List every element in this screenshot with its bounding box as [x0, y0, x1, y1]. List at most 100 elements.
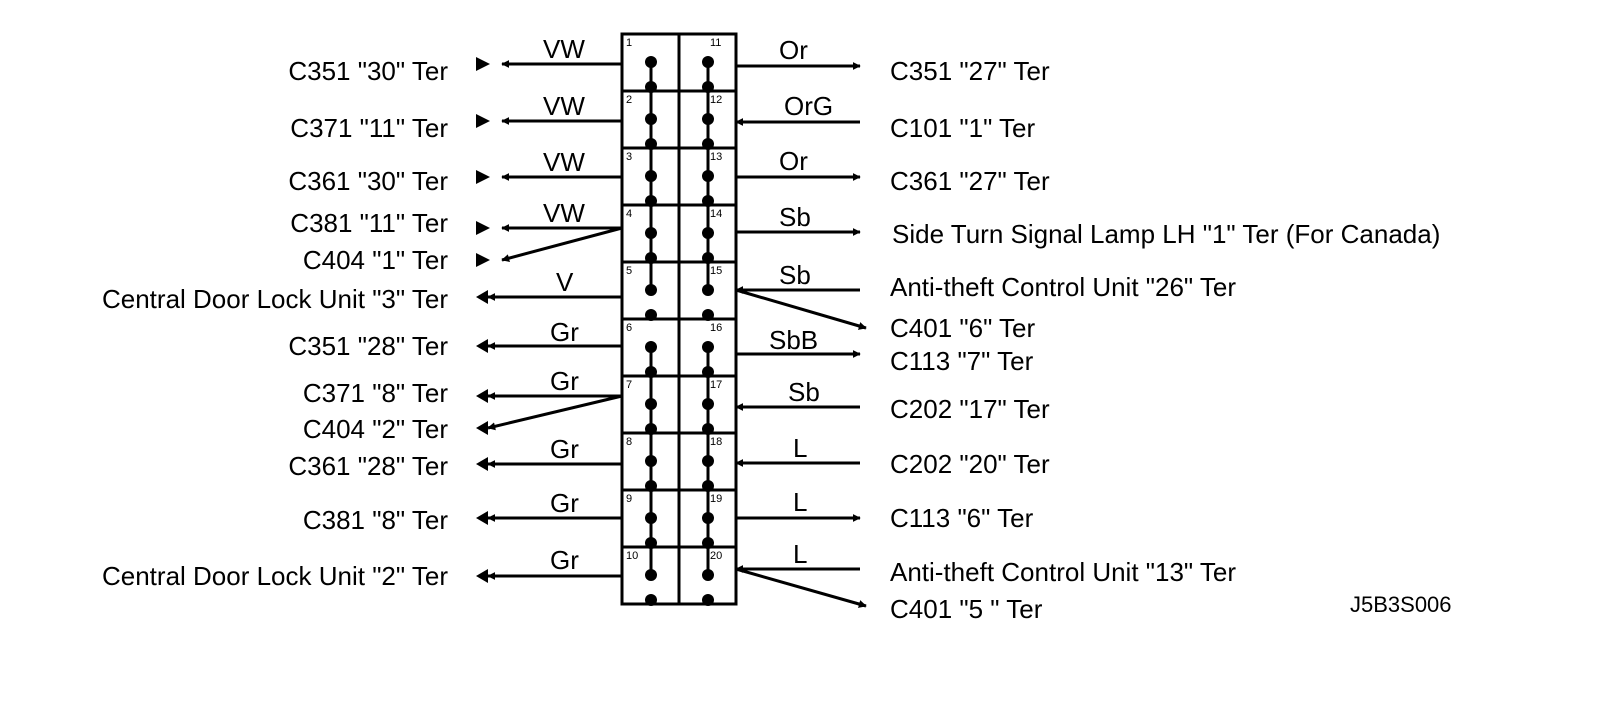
pin-number: 13	[710, 151, 722, 163]
pin-number: 19	[710, 493, 722, 505]
terminal-label: C202 "20" Ter	[890, 449, 1050, 479]
pin-dot	[645, 594, 657, 606]
wire-color-code: VW	[543, 147, 585, 177]
wire-color-code: SbB	[769, 325, 818, 355]
wire-color-code: Or	[779, 35, 808, 65]
pin-dot	[645, 309, 657, 321]
left-end-symbols	[476, 57, 490, 583]
pin-dot	[645, 366, 657, 378]
pin-number: 17	[710, 379, 722, 391]
terminal-label: C401 "5 " Ter	[890, 594, 1043, 624]
wire-pin-20-branch	[735, 567, 867, 608]
pin-number: 2	[626, 94, 632, 106]
terminal-label: C371 "8" Ter	[303, 378, 449, 408]
pin-number: 12	[710, 94, 722, 106]
terminal-label: Central Door Lock Unit "2" Ter	[102, 561, 448, 591]
pin-dot	[645, 195, 657, 207]
pin-number: 6	[626, 322, 632, 334]
pin-dot	[645, 81, 657, 93]
pin-dot	[645, 170, 657, 182]
wire-color-code: Sb	[779, 202, 811, 232]
pin-number: 3	[626, 151, 632, 163]
pin-dot	[702, 56, 714, 68]
wire-color-code: Gr	[550, 366, 579, 396]
pin-dot	[702, 398, 714, 410]
connection-dots	[645, 56, 714, 606]
terminal-label: C202 "17" Ter	[890, 394, 1050, 424]
pin-dot	[702, 81, 714, 93]
wire-pin-15-branch	[735, 288, 867, 330]
wire-color-code: OrG	[784, 91, 833, 121]
terminal-label: Anti-theft Control Unit "13" Ter	[890, 557, 1236, 587]
terminal-label: C113 "7" Ter	[890, 346, 1034, 376]
pin-dot	[702, 227, 714, 239]
pin-number: 14	[710, 208, 722, 220]
terminal-end-icon	[476, 114, 490, 128]
pin-dot	[702, 138, 714, 150]
pin-dot	[702, 284, 714, 296]
pin-number: 5	[626, 265, 632, 277]
connector-block: 1 2 3 4 5 6 7 8 9 10 11 12 13 14 15 16 1…	[620, 32, 738, 606]
terminal-end-icon	[476, 389, 488, 403]
pin-number: 1	[626, 37, 632, 49]
right-wire-colors: Or OrG Or Sb Sb SbB Sb L L L	[769, 35, 833, 569]
right-wires	[735, 62, 867, 608]
wire-color-code: Gr	[550, 545, 579, 575]
terminal-label: Side Turn Signal Lamp LH "1" Ter (For Ca…	[892, 219, 1440, 249]
pin-dot	[702, 569, 714, 581]
pin-dot	[702, 341, 714, 353]
pin-dot	[702, 455, 714, 467]
pin-dot	[645, 113, 657, 125]
pin-number: 8	[626, 436, 632, 448]
terminal-end-icon	[476, 339, 488, 353]
left-wire-colors: VW VW VW VW V Gr Gr Gr Gr Gr	[543, 34, 585, 575]
right-terminal-labels: C351 "27" Ter C101 "1" Ter C361 "27" Ter…	[890, 56, 1440, 624]
left-terminal-labels: C351 "30" Ter C371 "11" Ter C361 "30" Te…	[102, 56, 448, 591]
terminal-label: C404 "2" Ter	[303, 414, 449, 444]
pin-dot	[645, 56, 657, 68]
terminal-end-icon	[476, 457, 488, 471]
terminal-end-icon	[476, 170, 490, 184]
pin-dot	[645, 423, 657, 435]
pin-dot	[702, 113, 714, 125]
left-wires	[487, 60, 623, 580]
wire-pin-7-branch	[487, 394, 623, 431]
pin-dot	[645, 227, 657, 239]
figure-code: J5B3S006	[1350, 592, 1452, 617]
pin-number: 10	[626, 550, 638, 562]
wire-color-code: Sb	[788, 377, 820, 407]
terminal-end-icon	[476, 57, 490, 71]
pin-number: 16	[710, 322, 722, 334]
pin-dot	[645, 537, 657, 549]
terminal-end-icon	[476, 511, 488, 525]
terminal-label: C101 "1" Ter	[890, 113, 1036, 143]
pin-dot	[702, 195, 714, 207]
pin-dot	[702, 170, 714, 182]
terminal-end-icon	[476, 569, 488, 583]
pin-number: 9	[626, 493, 632, 505]
terminal-label: C381 "11" Ter	[290, 208, 448, 238]
pin-dot	[645, 480, 657, 492]
pin-number: 7	[626, 379, 632, 391]
wire-color-code: VW	[543, 91, 585, 121]
wire-color-code: VW	[543, 34, 585, 64]
terminal-label: C361 "30" Ter	[288, 166, 448, 196]
wire-color-code: Gr	[550, 317, 579, 347]
pin-dot	[702, 252, 714, 264]
terminal-end-icon	[476, 221, 490, 235]
pin-dot	[645, 455, 657, 467]
pin-number: 20	[710, 550, 722, 562]
pin-dot	[702, 537, 714, 549]
terminal-label: C361 "28" Ter	[288, 451, 448, 481]
terminal-label: C404 "1" Ter	[303, 245, 449, 275]
pin-dot	[702, 594, 714, 606]
pin-dot	[645, 398, 657, 410]
terminal-label: C371 "11" Ter	[290, 113, 448, 143]
terminal-label: C351 "30" Ter	[288, 56, 448, 86]
terminal-label: Central Door Lock Unit "3" Ter	[102, 284, 448, 314]
terminal-label: C351 "27" Ter	[890, 56, 1050, 86]
terminal-label: C351 "28" Ter	[288, 331, 448, 361]
wire-color-code: L	[793, 539, 807, 569]
terminal-end-icon	[476, 421, 488, 435]
terminal-end-icon	[476, 290, 488, 304]
